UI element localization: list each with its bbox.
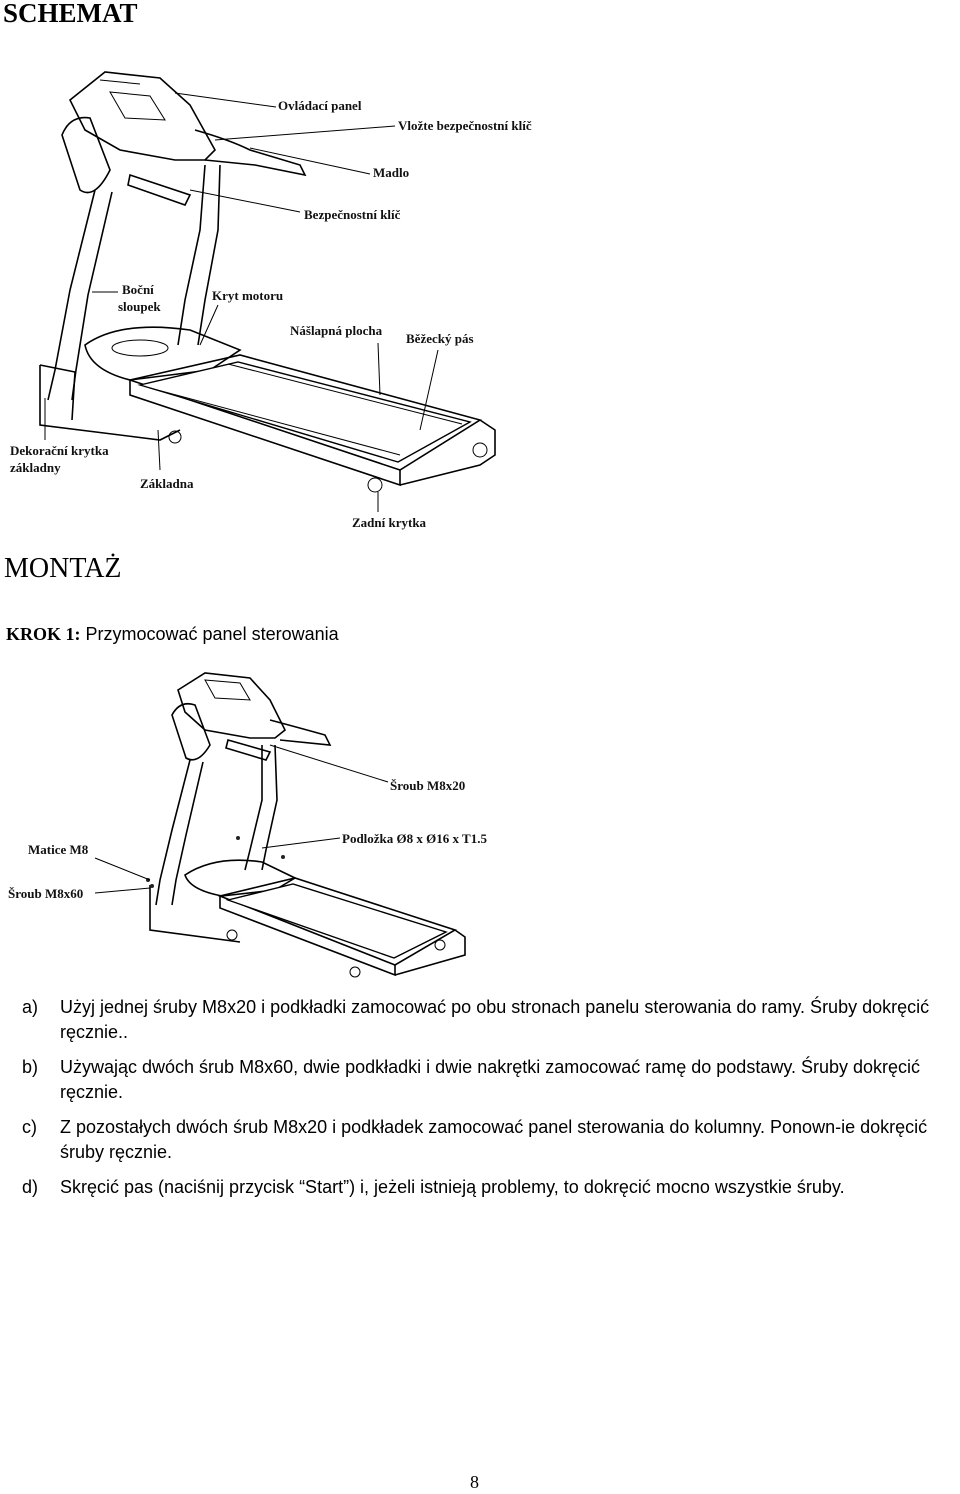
label-podlozka: Podložka Ø8 x Ø16 x T1.5 (342, 831, 487, 846)
label-bezecky-pas: Běžecký pás (406, 331, 474, 346)
instruction-list: a) Użyj jednej śruby M8x20 i podkładki za… (22, 995, 957, 1210)
assembly-callouts (94, 744, 389, 894)
instruction-text: Z pozostałych dwóch śrub M8x20 i podkład… (60, 1117, 928, 1162)
label-ovladaci-panel: Ovládací panel (278, 98, 362, 113)
instruction-marker: b) (22, 1057, 39, 1077)
label-dekoracni-2: základny (10, 460, 61, 475)
page-heading-schemat: SCHEMAT (3, 0, 138, 28)
instruction-item: d) Skręcić pas (naciśnij przycisk “Start”… (22, 1175, 957, 1200)
step-text: Przymocować panel sterowania (80, 624, 339, 644)
label-zakladna: Základna (140, 476, 194, 491)
instruction-text: Używając dwóch śrub M8x60, dwie podkładk… (60, 1057, 921, 1102)
label-vlozte-klic: Vložte bezpečnostní klíč (398, 118, 532, 133)
label-madlo: Madlo (373, 165, 409, 180)
treadmill-drawing (39, 71, 496, 493)
label-dekoracni-1: Dekorační krytka (10, 443, 109, 458)
treadmill-parts-diagram: Ovládací panel Vložte bezpečnostní klíč … (10, 71, 532, 530)
treadmill-drawing-small (146, 672, 466, 978)
page-number: 8 (470, 1472, 479, 1492)
section-heading-montaz: MONTAŻ (4, 553, 122, 584)
instruction-text: Skręcić pas (naciśnij przycisk “Start”) … (60, 1177, 845, 1197)
label-naslapna-plocha: Nášlapná plocha (290, 323, 383, 338)
assembly-step-diagram: Šroub M8x20 Podložka Ø8 x Ø16 x T1.5 Mat… (8, 672, 487, 978)
step-label: KROK 1: (6, 624, 81, 644)
label-zadni-krytka: Zadní krytka (352, 515, 427, 530)
label-kryt-motoru: Kryt motoru (212, 288, 283, 303)
instruction-marker: c) (22, 1117, 37, 1137)
label-sroub-m8x60: Šroub M8x60 (8, 886, 83, 901)
label-sroub-m8x20: Šroub M8x20 (390, 778, 465, 793)
label-bocni-1: Boční (122, 282, 154, 297)
instruction-item: a) Użyj jednej śruby M8x20 i podkładki za… (22, 995, 957, 1045)
instruction-text: Użyj jednej śruby M8x20 i podkładki zamo… (60, 997, 930, 1042)
label-matice-m8: Matice M8 (28, 842, 89, 857)
callout-arrows (44, 92, 439, 512)
step-heading: KROK 1: Przymocować panel sterowania (6, 624, 339, 645)
label-bezpecnostni-klic: Bezpečnostní klíč (304, 207, 401, 222)
label-bocni-2: sloupek (118, 299, 161, 314)
instruction-marker: a) (22, 997, 39, 1017)
instruction-item: b) Używając dwóch śrub M8x60, dwie podkła… (22, 1055, 957, 1105)
instruction-item: c) Z pozostałych dwóch śrub M8x20 i podkł… (22, 1115, 957, 1165)
instruction-marker: d) (22, 1177, 39, 1197)
